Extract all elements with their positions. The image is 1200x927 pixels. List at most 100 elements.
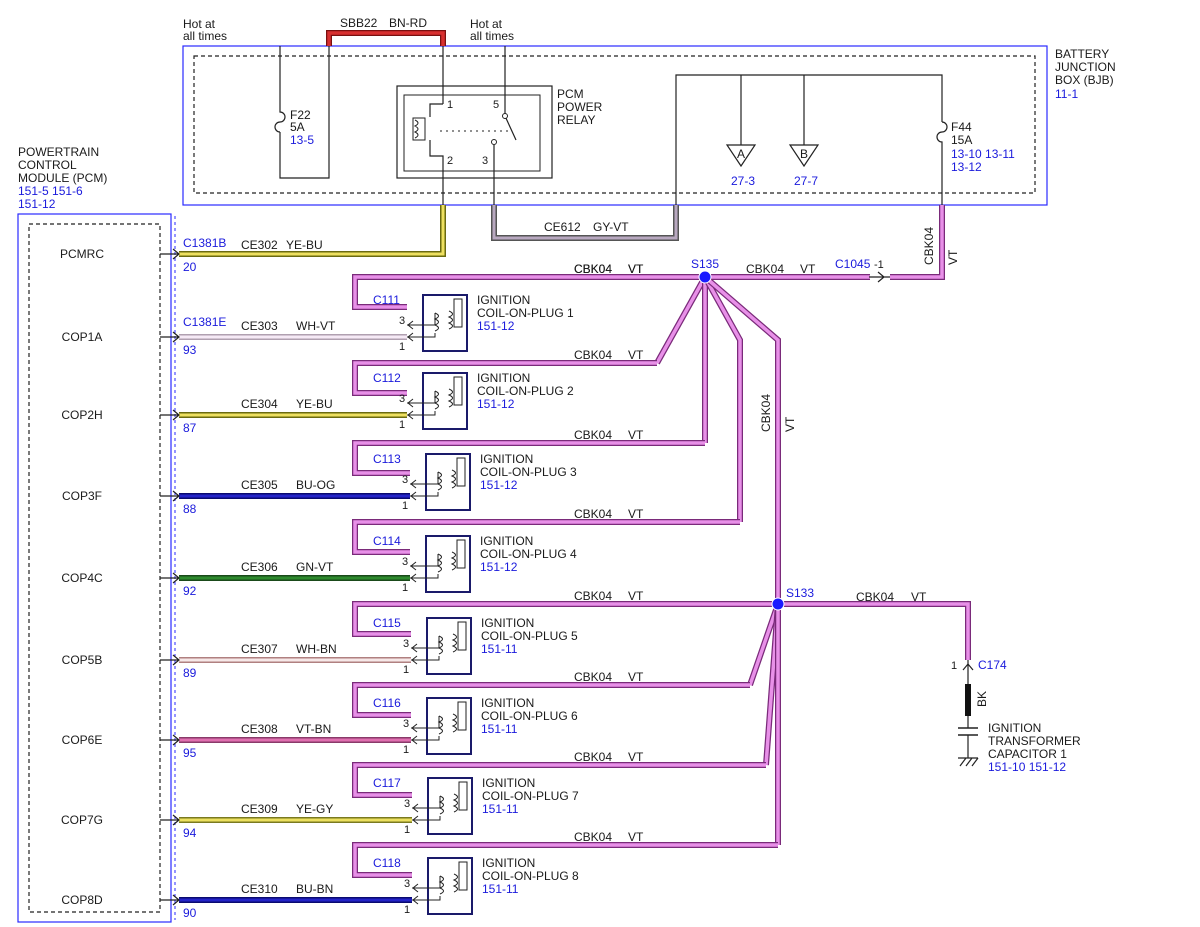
coil-2-pin1: 1 <box>399 419 405 431</box>
coil-8-circuit: CE310 <box>241 882 278 896</box>
coil-5-name-line1: IGNITION <box>481 616 534 630</box>
coil-3-pcm-pin: 88 <box>183 502 197 516</box>
top-bus-labels: CBK04 VT <box>574 262 644 276</box>
coil-5-name-line2: COIL-ON-PLUG 5 <box>481 629 578 643</box>
coil-2-pin3: 3 <box>399 393 405 405</box>
coil-5-box <box>426 617 472 675</box>
pcm-ref-line2: 151-12 <box>18 197 56 211</box>
s133-circuit: CBK04 <box>856 590 894 604</box>
coil-3-box <box>425 453 471 511</box>
ground-a-ref: 27-3 <box>731 174 755 188</box>
pcm-pin-cop2h: COP2H <box>61 408 102 422</box>
coil-4-name-line2: COIL-ON-PLUG 4 <box>480 547 577 561</box>
ce302-wire <box>160 205 446 260</box>
coil-6-feed-color: VT <box>628 670 644 684</box>
f44-amps: 15A <box>951 133 972 147</box>
s133-color: VT <box>911 590 927 604</box>
relay-pin-3: 3 <box>482 155 488 167</box>
coil-6-pcm-pin: 95 <box>183 746 197 760</box>
coil-7-box <box>427 777 473 835</box>
coil-7-ref: 151-11 <box>482 802 519 816</box>
coil-3-ref: 151-12 <box>480 478 518 492</box>
relay-pin-5: 5 <box>493 99 499 111</box>
relay-pin-1: 1 <box>447 99 453 111</box>
fuse-f22 <box>274 46 330 179</box>
pcm-title-line3: MODULE (PCM) <box>18 171 107 185</box>
vt-feed-trunks <box>654 274 781 845</box>
f22-name: F22 <box>290 108 311 122</box>
relay-pin-2: 2 <box>447 155 453 167</box>
coil-3-wire-color: BU-OG <box>296 478 335 492</box>
bjb-title-line3: BOX (BJB) <box>1055 73 1114 87</box>
cap-ref: 151-10 151-12 <box>988 760 1066 774</box>
coil-3-connector: C113 <box>373 452 401 466</box>
coil-5-wire-color: WH-BN <box>296 642 337 656</box>
coil-8-feed-circuit: CBK04 <box>574 830 612 844</box>
s135-splice-dot <box>698 270 712 284</box>
pcm-pin-cop5b: COP5B <box>62 653 103 667</box>
coil-2-feed-color: VT <box>628 348 644 362</box>
coil-4-pin1: 1 <box>402 582 408 594</box>
coil-5-feed-circuit: CBK04 <box>574 589 612 603</box>
pcm-pin-cop3f: COP3F <box>62 489 102 503</box>
coil-4-pin3: 3 <box>402 556 408 568</box>
coil-2-box <box>422 372 468 430</box>
coil-6-feed-circuit: CBK04 <box>574 670 612 684</box>
coil-5-pcm-pin: 89 <box>183 666 197 680</box>
pcm-pin-cop4c: COP4C <box>61 571 103 585</box>
coil-3-name-line2: COIL-ON-PLUG 3 <box>480 465 577 479</box>
coil-3-pin1: 1 <box>402 500 408 512</box>
coil-1-feed-circuit: CBK04 <box>574 262 612 276</box>
coil-7-wire-color: YE-GY <box>296 802 333 816</box>
coil-8-box <box>427 857 473 915</box>
c174-connector: C174 <box>978 658 1007 672</box>
diag-bus-circuit: CBK04 <box>759 394 773 432</box>
top-vt-bus <box>705 205 945 283</box>
cap-name-line1: IGNITION <box>988 721 1041 735</box>
coil-4-pcm-pin: 92 <box>183 584 197 598</box>
coil-6-box <box>426 697 472 755</box>
coil-4-feed-color: VT <box>628 507 644 521</box>
bjb-title-line2: JUNCTION <box>1055 60 1116 74</box>
coil-8-pin3: 3 <box>404 878 410 890</box>
coil-8-wire-color: BU-BN <box>296 882 333 896</box>
coil-8-feed-color: VT <box>628 830 644 844</box>
top-bus-color: VT <box>628 262 644 276</box>
coil-2-wire-color: YE-BU <box>296 397 333 411</box>
pcm-pin-cop7g: COP7G <box>61 813 103 827</box>
coil-2-feed-circuit: CBK04 <box>574 348 612 362</box>
coil-5-pin1: 1 <box>403 664 409 676</box>
coil-3-name-line1: IGNITION <box>480 452 533 466</box>
coil-1-pin3: 3 <box>399 315 405 327</box>
coil-1-pcm-connector: C1381E <box>183 315 226 329</box>
pcmrc-connector: C1381B <box>183 236 226 250</box>
ground-a-letter: A <box>737 147 745 161</box>
coil-7-name-line2: COIL-ON-PLUG 7 <box>482 789 579 803</box>
coil-4-connector: C114 <box>373 534 401 548</box>
coil-3-pin3: 3 <box>402 474 408 486</box>
f44-ref-line1: 13-10 13-11 <box>951 147 1015 161</box>
hot-at-all-times-1-line2: all times <box>183 29 227 43</box>
pcmrc-pin: 20 <box>183 260 197 274</box>
bjb-title-line1: BATTERY <box>1055 47 1109 61</box>
coil-6-connector: C116 <box>373 696 401 710</box>
coil-8-name-line1: IGNITION <box>482 856 535 870</box>
coil-1-circuit: CE303 <box>241 319 278 333</box>
s133-branch <box>778 601 979 767</box>
diag-bus-color: VT <box>783 416 797 432</box>
bjb-internal-bus <box>675 74 948 205</box>
coil-3-circuit: CE305 <box>241 478 278 492</box>
ce302-color: YE-BU <box>286 238 323 252</box>
f44-name: F44 <box>951 120 972 134</box>
coil-4-box <box>425 535 471 593</box>
coil-8-pcm-pin: 90 <box>183 906 197 920</box>
sbb22-wire <box>326 30 446 46</box>
coil-7-connector: C117 <box>373 776 401 790</box>
coil-1-wire-color: WH-VT <box>296 319 336 333</box>
